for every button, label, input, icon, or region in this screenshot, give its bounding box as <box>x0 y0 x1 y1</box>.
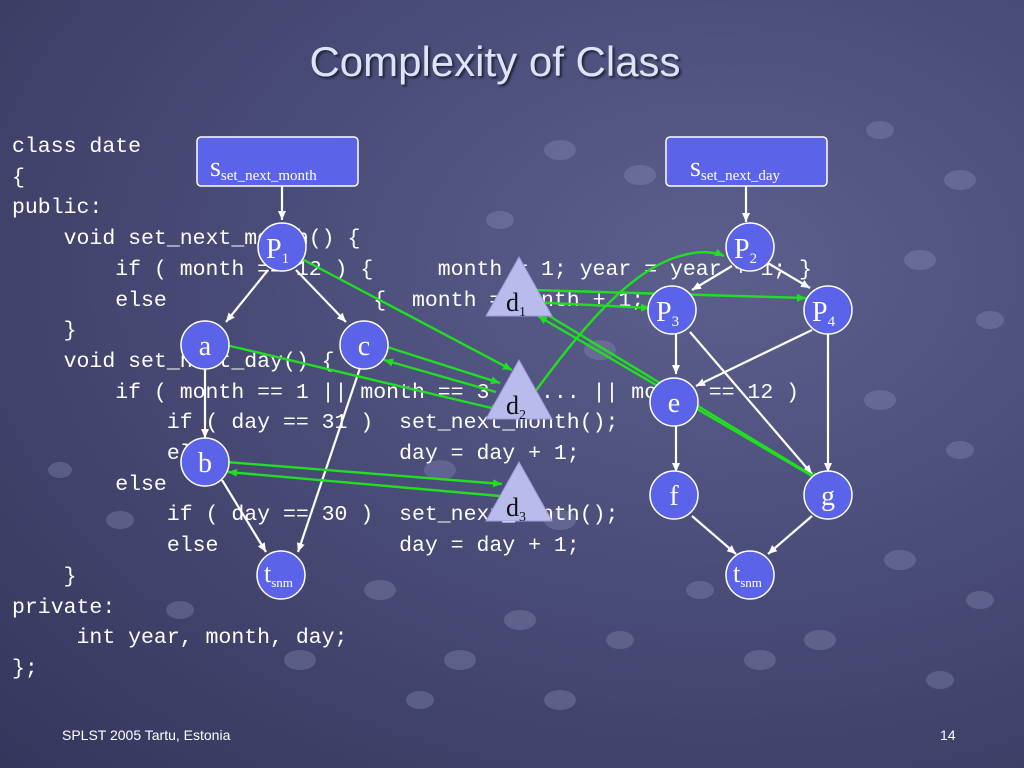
dependency-d3-b <box>227 468 501 498</box>
node-b: b <box>180 437 230 487</box>
svg-text:P4: P4 <box>812 297 836 330</box>
node-a: a <box>180 320 230 370</box>
node-t-snm-right: tsnm <box>725 550 775 600</box>
edge-p2-p3 <box>691 265 733 291</box>
code-line: else day = day + 1; <box>12 534 580 559</box>
code-line: class date <box>12 135 142 159</box>
data-node-d2: d2 <box>485 358 553 423</box>
svg-text:c: c <box>358 331 370 362</box>
edge-p4-e <box>695 329 813 387</box>
edge-p3-g <box>689 331 813 475</box>
edge-g-t2 <box>767 515 813 555</box>
svg-text:d2: d2 <box>506 391 526 423</box>
start-node-set-next-day: sset_next_day <box>665 136 828 187</box>
node-p4: P4 <box>803 285 853 335</box>
code-line: }; <box>12 656 38 681</box>
node-t-snm-left: tsnm <box>256 550 306 600</box>
svg-text:d3: d3 <box>506 493 526 525</box>
edge-p1-c <box>295 269 347 323</box>
svg-text:sset_next_month: sset_next_month <box>210 152 317 184</box>
dependency-d2-c <box>383 358 497 394</box>
code-line: private: <box>12 595 116 620</box>
code-line: } <box>12 564 77 589</box>
slide-title: Complexity of Class <box>309 38 681 85</box>
edge-b-t1 <box>221 479 267 553</box>
dependency-b-d3 <box>225 460 503 488</box>
svg-text:f: f <box>669 481 679 512</box>
svg-text:P2: P2 <box>734 234 757 267</box>
page-number: 14 <box>940 727 956 743</box>
svg-text:d1: d1 <box>506 288 526 320</box>
dependency-a-d2 <box>225 343 501 412</box>
svg-text:tsnm: tsnm <box>264 559 293 590</box>
svg-text:tsnm: tsnm <box>733 559 762 590</box>
svg-text:P3: P3 <box>656 297 679 330</box>
code-line: if ( day == 30 ) set_next_month(); <box>12 503 619 528</box>
dependency-d2-p2 <box>531 248 725 397</box>
node-p2: P2 <box>725 222 775 272</box>
footer-conference: SPLST 2005 Tartu, Estonia <box>62 727 231 743</box>
node-g: g <box>803 470 853 520</box>
edge-c-t1 <box>296 367 362 553</box>
dependency-d1-p3 <box>529 300 651 312</box>
svg-text:sset_next_day: sset_next_day <box>690 152 781 184</box>
code-line: { <box>12 165 25 190</box>
data-node-d1: d1 <box>485 255 553 320</box>
svg-text:e: e <box>668 388 680 419</box>
code-line: if ( month == 12 ) { month = 1; year = y… <box>12 257 812 282</box>
code-line: } <box>12 319 77 344</box>
edge-p2-p4 <box>765 261 811 289</box>
svg-text:a: a <box>199 331 212 362</box>
node-p3: P3 <box>647 285 697 335</box>
node-c: c <box>339 320 389 370</box>
code-line: int year, month, day; <box>12 626 348 651</box>
svg-text:P1: P1 <box>266 234 289 267</box>
svg-text:b: b <box>198 448 212 479</box>
start-node-set-next-month: sset_next_month <box>196 136 359 187</box>
code-line: else <box>12 472 167 497</box>
svg-text:g: g <box>821 481 835 512</box>
edge-p1-a <box>225 269 269 323</box>
dependency-c-d2 <box>383 344 501 385</box>
node-e: e <box>649 377 699 427</box>
node-p1: P1 <box>257 222 307 272</box>
dependency-p1-d2 <box>299 256 513 372</box>
node-f: f <box>649 470 699 520</box>
code-line: if ( day == 31 ) set_next_month(); <box>12 411 619 436</box>
edge-f-t2 <box>691 515 737 555</box>
data-node-d3: d3 <box>485 460 553 525</box>
code-line: public: <box>12 196 103 221</box>
